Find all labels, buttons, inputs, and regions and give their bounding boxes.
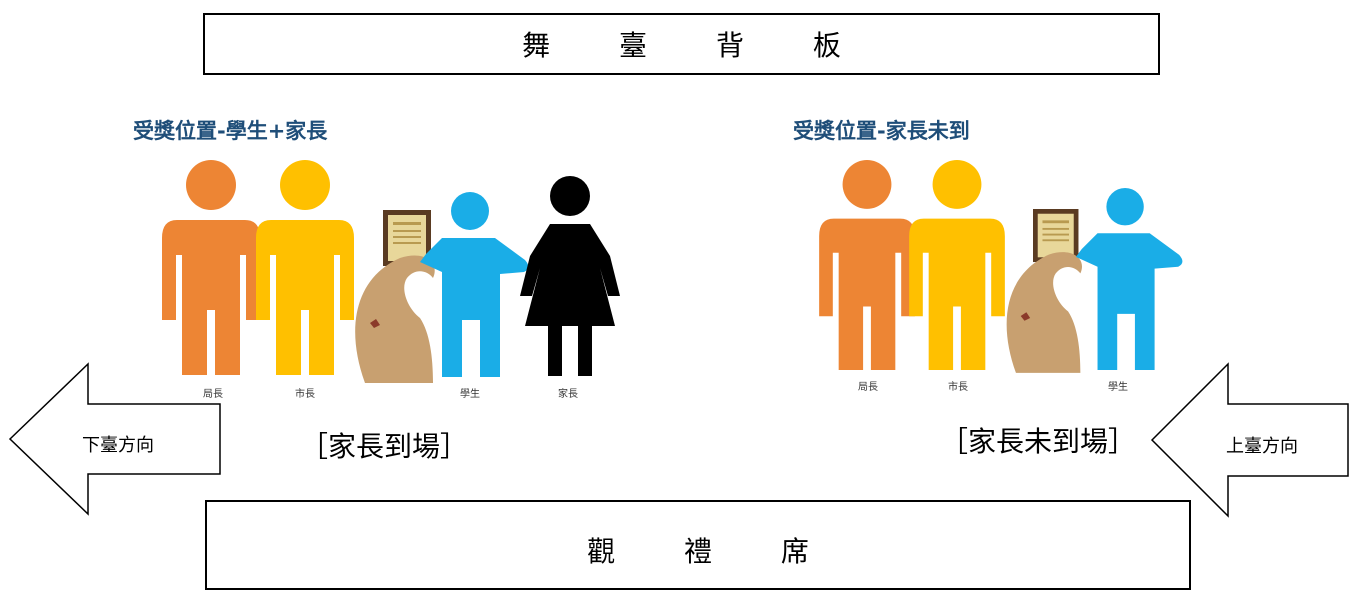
stage-backboard: 舞 臺 背 板 [203,13,1160,75]
exit-direction-arrow-icon [8,362,221,516]
audience-seating: 觀 禮 席 [205,500,1191,590]
figure-director-icon [162,160,260,375]
figure-director-icon [819,160,915,370]
figure-mayor-icon [909,160,1005,370]
label-director: 局長 [858,382,878,393]
enter-direction-label: 上臺方向 [1226,436,1298,457]
figure-student-icon [420,192,529,377]
podium-with-plaque-icon [1006,209,1082,373]
label-director: 局長 [203,389,223,400]
figure-parent-icon [520,176,620,376]
podium-with-plaque-icon [355,210,435,383]
figure-student-icon [1075,188,1183,370]
caption-parent-absent: ［家長未到場］ [940,425,1137,458]
figure-mayor-icon [256,160,354,375]
enter-direction-arrow-icon [1150,362,1349,518]
label-student: 學生 [1108,382,1128,393]
panel-title-parent-absent: 受獎位置-家長未到 [793,119,970,143]
label-parent: 家長 [558,389,578,400]
panel-title-parent-present: 受獎位置-學生+家長 [133,119,328,143]
label-mayor: 市長 [948,382,968,393]
label-student: 學生 [460,389,480,400]
label-mayor: 市長 [295,389,315,400]
caption-parent-present: ［家長到場］ [300,430,469,463]
audience-seating-label: 觀 禮 席 [587,535,839,568]
exit-direction-label: 下臺方向 [82,435,154,456]
stage-backboard-label: 舞 臺 背 板 [522,29,871,62]
